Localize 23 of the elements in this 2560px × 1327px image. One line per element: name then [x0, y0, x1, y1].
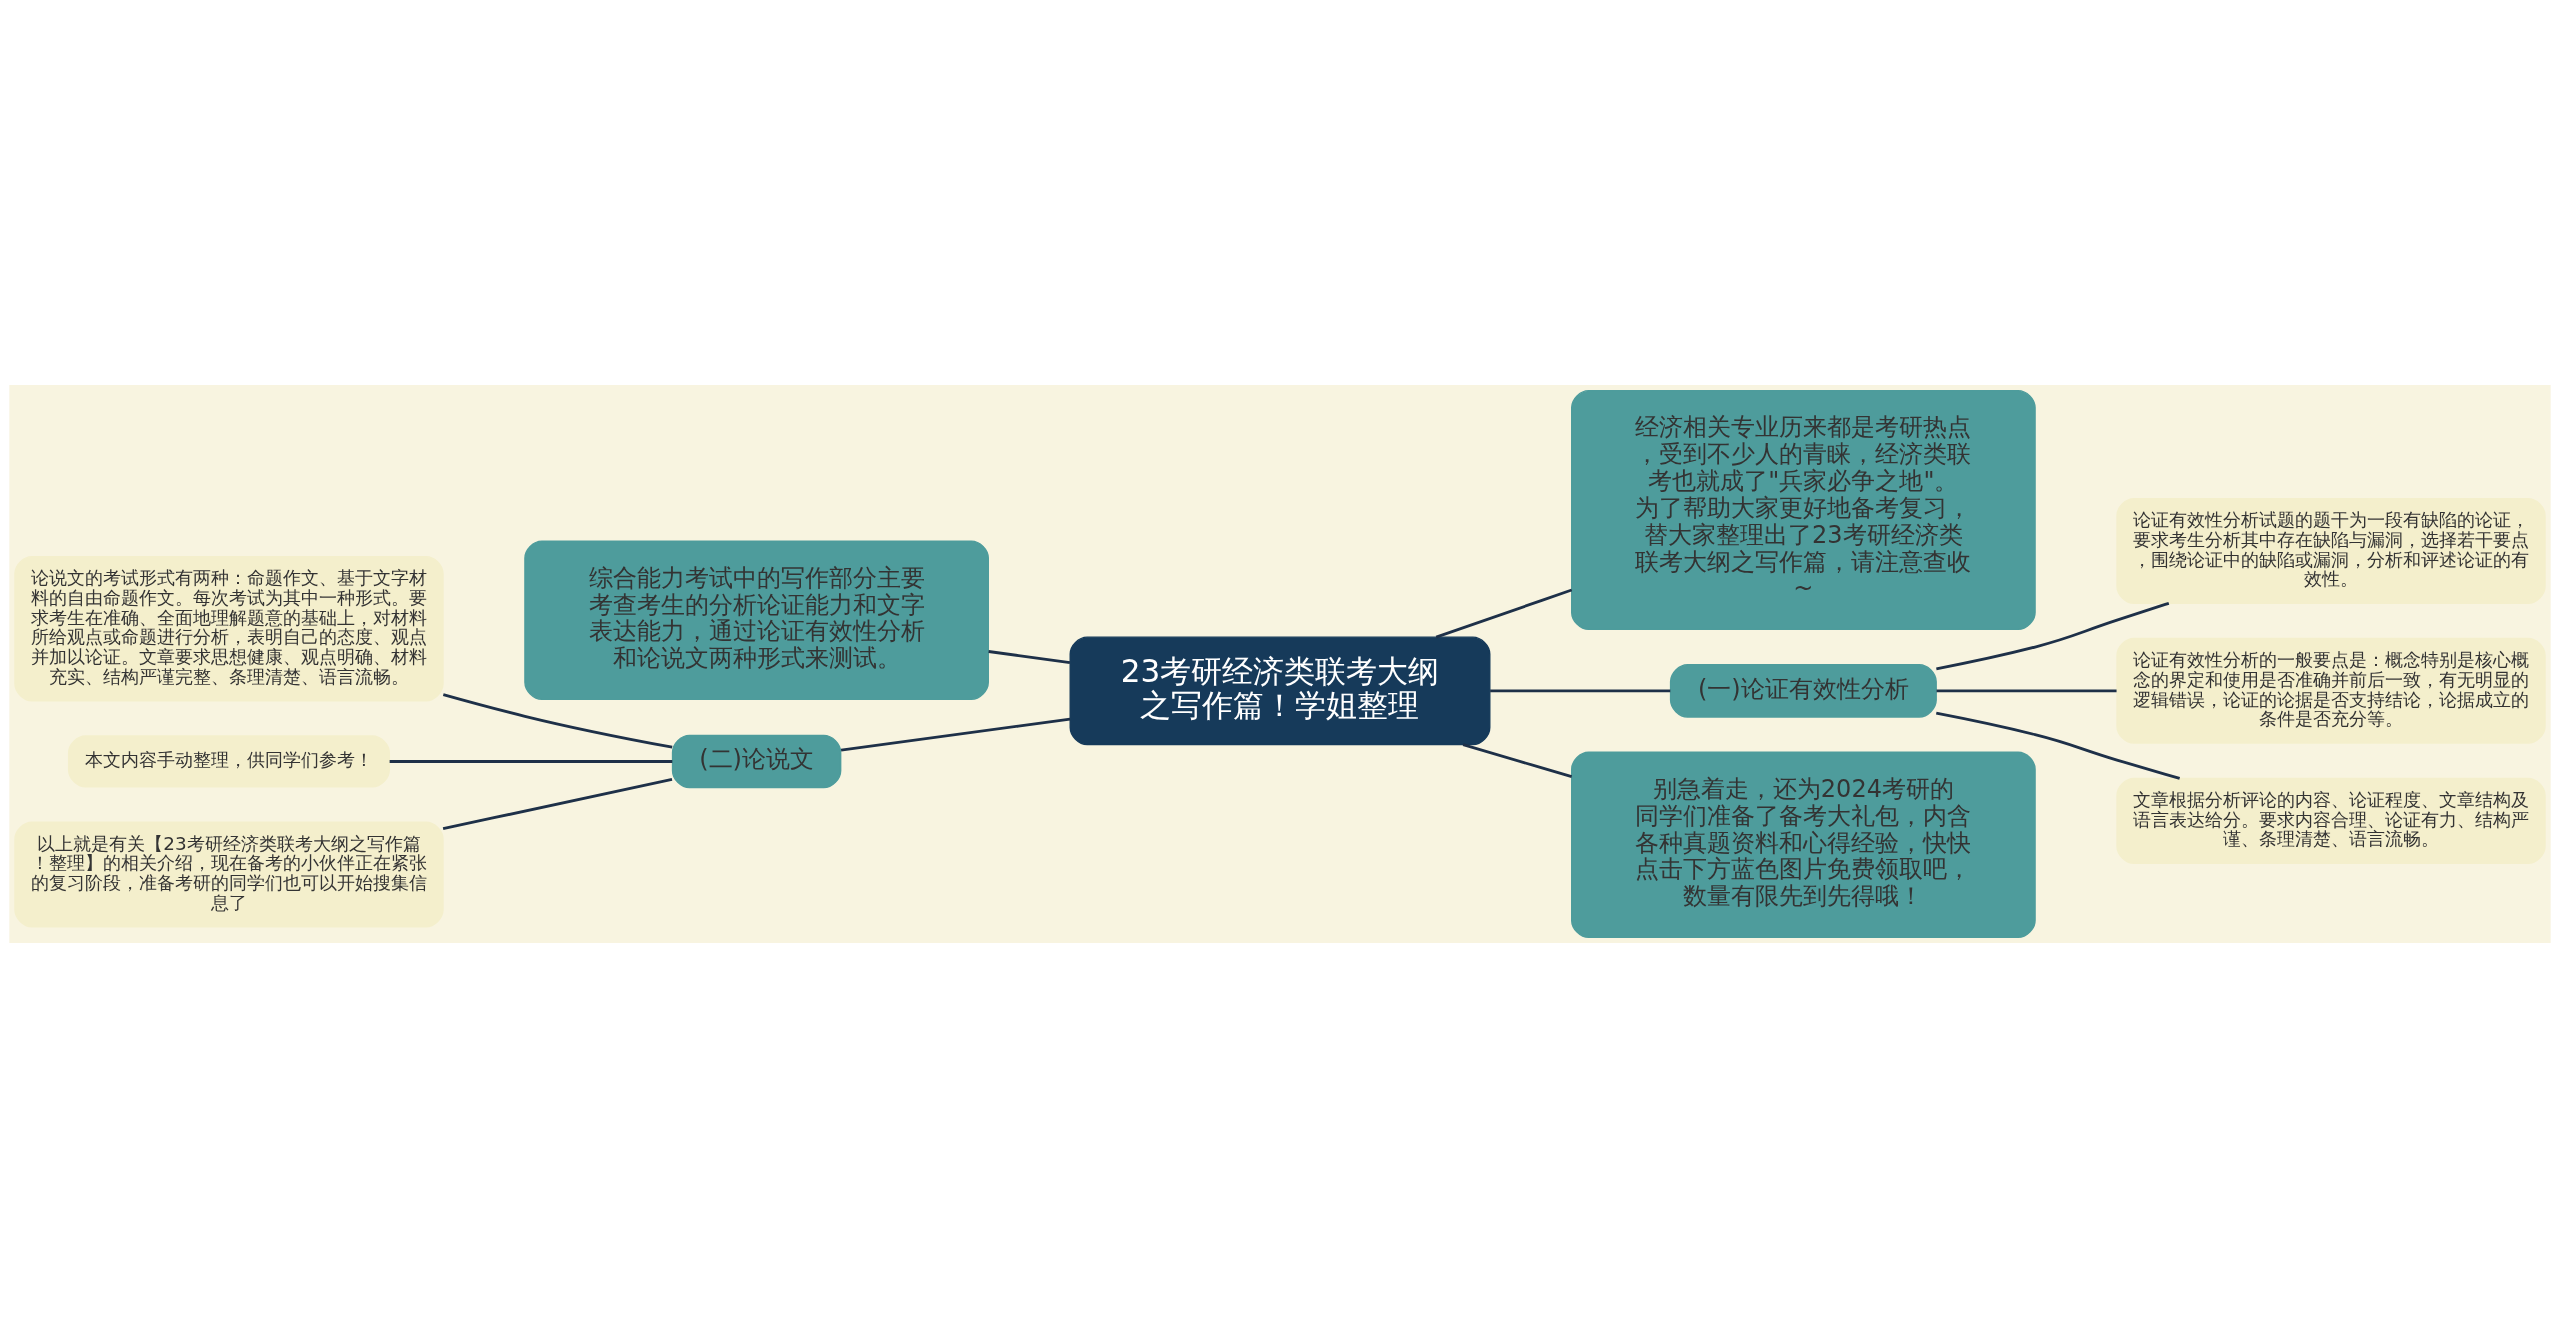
node-box: 以上就是有关【23考研经济类联考大纲之写作篇！整理】的相关介绍，现在备考的小伙伴正在紧张的复习阶段，准备考研的同学们也可以开始搜集信息了	[14, 821, 444, 927]
node-box: (一)论证有效性分析	[1669, 663, 1937, 718]
connector	[1936, 711, 2181, 780]
connector	[1936, 601, 2170, 670]
connector	[1936, 688, 2117, 692]
connector	[988, 649, 1071, 664]
connector	[1435, 588, 1573, 638]
connector	[1462, 742, 1573, 778]
node-box: 文章根据分析评论的内容、论证程度、文章结构及语言表达给分。要求内容合理、论证有力、结构严谨、条理清楚、语言流畅。	[2116, 777, 2546, 864]
node-box: 别急着走，还为2024考研的同学们准备了备考大礼包，内含各种真题资料和心得经验，快快点击下方蓝色图片免费领取吧，数量有限先到先得哦！	[1571, 751, 2036, 938]
node-box: 本文内容手动整理，供同学们参考！	[67, 734, 391, 788]
node-box: 综合能力考试中的写作部分主要考查考生的分析论证能力和文字表达能力，通过论证有效性分析和论说文两种形式来测试。	[524, 539, 989, 700]
node-box: 论证有效性分析试题的题干为一段有缺陷的论证，要求考生分析其中存在缺陷与漏洞，选择若干要点，围绕论证中的缺陷或漏洞，分析和评述论证的有效性。	[2116, 497, 2546, 604]
connector	[389, 759, 673, 763]
connector	[840, 717, 1071, 752]
node-box: 论证有效性分析的一般要点是：概念特别是核心概念的界定和使用是否准确并前后一致，有无明显的逻辑错误，论证的论据是否支持结论，论据成立的条件是否充分等。	[2116, 637, 2546, 744]
connector	[1490, 688, 1671, 692]
connector	[442, 777, 673, 830]
node-box: (二)论说文	[671, 734, 842, 788]
node-box: 论说文的考试形式有两种：命题作文、基于文字材料的自由命题作文。每次考试为其中一种形式。要求考生在准确、全面地理解题意的基础上，对材料所给观点或命题进行分析，表明自己的态度、观点并加以论证。文章要求思想健康、观点明确、材料充实、结构严谨完整、条理清楚、语言流畅。	[14, 555, 444, 701]
node-box: 经济相关专业历来都是考研热点，受到不少人的青睐，经济类联考也就成了"兵家必争之地"。为了帮助大家更好地备考复习，替大家整理出了23考研经济类联考大纲之写作篇，请注意查收~	[1571, 389, 2036, 630]
connector	[442, 692, 673, 749]
node-box: 23考研经济类联考大纲之写作篇！学姐整理	[1069, 635, 1491, 745]
